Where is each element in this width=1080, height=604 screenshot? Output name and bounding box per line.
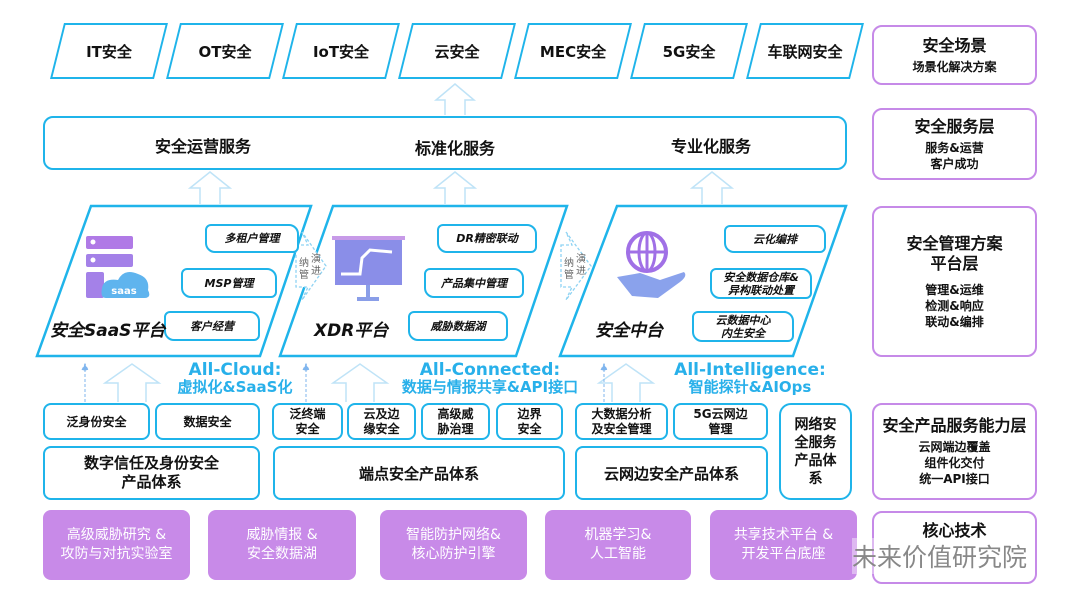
up-arrow [187,171,233,204]
core-tech-item: 共享技术平台 & 开发平台底座 [710,510,857,580]
product-item: 大数据分析 及安全管理 [575,403,668,440]
up-arrow [433,83,477,115]
up-arrow [689,171,735,204]
product-item: 边界 安全 [496,403,563,440]
pillar-title: All-Intelligence: [674,360,826,380]
feature-box: 威胁数据湖 [408,311,508,341]
core-tech-item: 机器学习& 人工智能 [545,510,691,580]
core-tech-item: 高级威胁研究 & 攻防与对抗实验室 [43,510,190,580]
scenario-label: OT安全 [198,42,252,61]
platform-title-middle: 安全中台 [595,321,663,341]
watermark-text: 未来价值研究院 [852,538,1028,574]
service-professional: 专业化服务 [671,137,752,156]
core-tech-item: 威胁情报 & 安全数据湖 [208,510,356,580]
pillar-subtitle: 虚拟化&SaaS化 [177,378,293,396]
feature-box: 云化编排 [724,225,826,253]
pillar-cloud: All-Cloud:虚拟化&SaaS化 [160,362,310,396]
pillar-connected: All-Connected:数据与情报共享&API接口 [370,362,610,396]
layer-title: 安全场景 [922,35,987,55]
scenario-mec: MEC安全 [521,23,625,79]
up-arrow [330,363,390,402]
evolution-arrow [295,231,327,301]
up-arrow [102,363,162,402]
pillar-title: All-Connected: [419,360,561,380]
scenario-label: IT安全 [86,42,132,61]
layer-platform: 安全管理方案 平台层管理&运维 检测&响应 联动&编排 [872,206,1037,357]
product-system: 端点安全产品体系 [273,446,565,500]
scenario-5g: 5G安全 [637,23,741,79]
platform-title-xdr: XDR平台 [314,321,389,341]
product-item: 泛身份安全 [43,403,150,440]
product-item: 云及边 缘安全 [347,403,416,440]
scenario-ot: OT安全 [173,23,277,79]
feature-box: 客户经营 [164,311,260,341]
svg-text:saas: saas [111,286,136,297]
up-arrow [596,363,656,402]
evolution-label-left: 纳 管 [564,258,574,281]
evolution-label-right: 演 进 [311,254,321,277]
layer-title: 安全服务层 [914,116,995,136]
scenario-iot: IoT安全 [289,23,393,79]
layer-title: 核心技术 [922,521,987,540]
feature-box: 安全数据仓库& 异构联动处置 [710,268,812,299]
evolution-label-right: 演 进 [576,254,586,277]
pillar-title: All-Cloud: [188,360,282,380]
evolution-arrow [560,231,592,301]
layer-scenario: 安全场景场景化解决方案 [872,25,1037,85]
feature-box: DR精密联动 [437,224,537,253]
feature-box: 多租户管理 [205,224,299,253]
services-bar [43,116,847,170]
scenario-cloud: 云安全 [405,23,509,79]
product-item: 5G云网边 管理 [673,403,768,440]
product-system: 网络安 全服务 产品体 系 [779,403,852,500]
service-ops: 安全运营服务 [155,137,252,156]
layer-subtitle: 场景化解决方案 [912,59,997,74]
product-system: 数字信任及身份安全 产品体系 [43,446,260,500]
product-system: 云网边安全产品体系 [575,446,768,500]
feature-box: MSP管理 [181,268,277,298]
layer-subtitle: 管理&运维 检测&响应 联动&编排 [925,282,984,329]
layer-title: 安全管理方案 平台层 [906,233,1003,273]
scenario-label: 5G安全 [662,42,716,61]
scenario-label: 云安全 [434,42,480,61]
scenario-iov: 车联网安全 [753,23,857,79]
product-item: 数据安全 [155,403,260,440]
scenario-it: IT安全 [57,23,161,79]
layer-title: 安全产品服务能力层 [882,416,1027,435]
pillar-subtitle: 智能探针&AIOps [688,378,812,396]
layer-subtitle: 服务&运营 客户成功 [925,140,984,171]
service-standard: 标准化服务 [415,139,496,158]
scenario-label: MEC安全 [539,42,607,61]
saas-server-cloud-icon: saas [86,236,150,298]
core-tech-item: 智能防护网络& 核心防护引擎 [380,510,527,580]
presentation-screen-icon [332,236,405,301]
layer-subtitle: 云网端边覆盖 组件化交付 统一API接口 [918,440,991,486]
feature-box: 云数据中心 内生安全 [692,311,794,342]
up-arrow [432,171,478,204]
layer-product: 安全产品服务能力层云网端边覆盖 组件化交付 统一API接口 [872,403,1037,500]
feature-box: 产品集中管理 [424,268,524,298]
evolution-label-left: 纳 管 [299,258,309,281]
globe-hand-icon [617,231,686,298]
pillar-subtitle: 数据与情报共享&API接口 [401,378,579,396]
product-item: 高级威 胁治理 [421,403,490,440]
scenario-label: 车联网安全 [767,42,843,61]
pillar-intelligence: All-Intelligence:智能探针&AIOps [665,362,835,396]
product-item: 泛终端 安全 [272,403,343,440]
scenario-label: IoT安全 [312,42,370,61]
layer-service: 安全服务层服务&运营 客户成功 [872,108,1037,180]
layer-core: 核心技术 [872,511,1037,584]
platform-title-saas: 安全SaaS平台 [50,321,166,341]
